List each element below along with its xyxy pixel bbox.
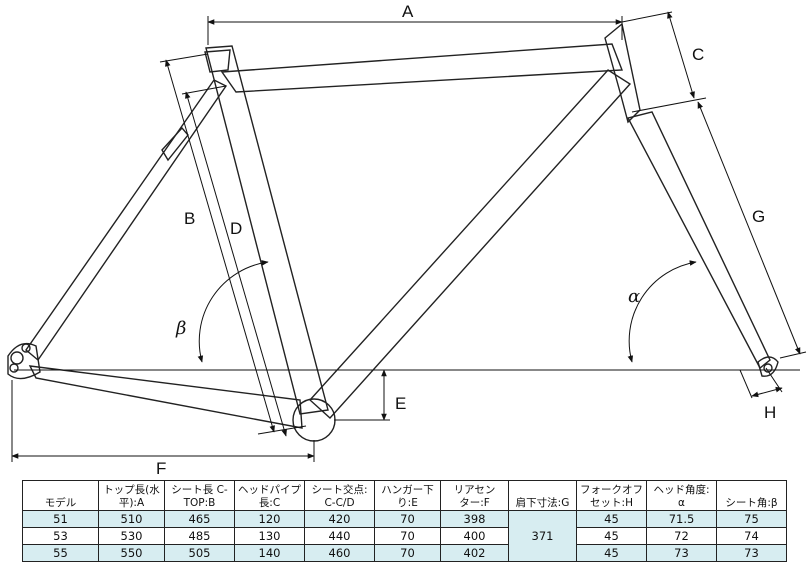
header-model: モデル: [22, 480, 99, 511]
cell-top-length: 510: [98, 510, 165, 528]
cell-top-length: 530: [98, 527, 165, 545]
top-tube: [220, 43, 623, 93]
cell-seat-angle: 75: [716, 510, 787, 528]
cell-fork-offset: 45: [576, 510, 647, 528]
label-d: D: [230, 219, 242, 238]
beta-arc: [197, 260, 269, 363]
label-a: A: [402, 2, 414, 21]
table-row: 53 530 485 130 440 70 400 45 72 74: [22, 527, 787, 545]
cell-head-tube: 130: [234, 527, 305, 545]
cell-seat-length: 505: [164, 544, 235, 562]
cell-model: 55: [22, 544, 99, 562]
cell-head-tube: 140: [234, 544, 305, 562]
header-bb-drop: ハンガー下り:E: [374, 480, 441, 511]
label-g: G: [752, 207, 765, 226]
cell-seat-intersection: 440: [304, 527, 375, 545]
alpha-arc: [627, 260, 697, 363]
bottom-bracket: [292, 398, 336, 442]
cell-head-angle: 73: [646, 544, 717, 562]
table-header-row: モデル トップ長(水平):A シート長 C-TOP:B ヘッドパイプ長:C シー…: [22, 480, 787, 511]
header-top-length: トップ長(水平):A: [98, 480, 165, 511]
dim-g-line: [697, 101, 801, 355]
cell-seat-angle: 73: [716, 544, 787, 562]
label-alpha: α: [628, 286, 640, 307]
cell-fork-offset: 45: [576, 527, 647, 545]
frame-geometry-diagram: A C G H B D E F α β: [7, 2, 807, 478]
header-seat-intersection: シート交点:C-C/D: [304, 480, 375, 511]
header-fork-length: 肩下寸法:G: [508, 480, 577, 511]
label-beta: β: [175, 318, 186, 339]
cell-fork-length: 371: [508, 510, 577, 562]
seat-stay-brace: [161, 126, 189, 162]
cell-bb-drop: 70: [374, 510, 441, 528]
cell-seat-intersection: 420: [304, 510, 375, 528]
cell-head-angle: 71.5: [646, 510, 717, 528]
cell-seat-length: 485: [164, 527, 235, 545]
header-fork-offset: フォークオフセット:H: [576, 480, 647, 511]
cell-rear-center: 398: [440, 510, 509, 528]
cell-rear-center: 402: [440, 544, 509, 562]
down-tube: [309, 69, 632, 419]
header-seat-length: シート長 C-TOP:B: [164, 480, 235, 511]
dim-b-line: [165, 59, 275, 433]
cell-model: 51: [22, 510, 99, 528]
cell-fork-offset: 45: [576, 544, 647, 562]
label-h: H: [764, 403, 776, 422]
label-f: F: [156, 459, 166, 478]
dim-d-line: [185, 91, 287, 437]
fork-dropout: [757, 356, 779, 377]
cell-bb-drop: 70: [374, 544, 441, 562]
label-c: C: [692, 45, 704, 64]
cell-head-tube: 120: [234, 510, 305, 528]
geometry-table: モデル トップ長(水平):A シート長 C-TOP:B ヘッドパイプ長:C シー…: [22, 480, 787, 562]
cell-top-length: 550: [98, 544, 165, 562]
chain-stay: [28, 365, 303, 429]
seat-tube: [205, 45, 329, 415]
cell-model: 53: [22, 527, 99, 545]
cell-seat-intersection: 460: [304, 544, 375, 562]
header-head-angle: ヘッド角度:α: [646, 480, 717, 511]
table-row: 51 510 465 120 420 70 398 371 45 71.5 75: [22, 510, 787, 562]
dim-c-line: [667, 11, 695, 99]
cell-bb-drop: 70: [374, 527, 441, 545]
label-b: B: [184, 209, 195, 228]
seat-stay: [25, 79, 228, 362]
label-e: E: [395, 394, 406, 413]
cell-seat-angle: 74: [716, 527, 787, 545]
header-head-tube: ヘッドパイプ長:C: [234, 480, 305, 511]
rear-dropout: [7, 342, 41, 380]
header-seat-angle: シート角:β: [716, 480, 787, 511]
dim-h-line: [751, 386, 783, 398]
fork-blade: [626, 111, 771, 370]
cell-rear-center: 400: [440, 527, 509, 545]
header-rear-center: リアセンター:F: [440, 480, 509, 511]
table-row: 55 550 505 140 460 70 402 45 73 73: [22, 544, 787, 562]
cell-seat-length: 465: [164, 510, 235, 528]
cell-head-angle: 72: [646, 527, 717, 545]
